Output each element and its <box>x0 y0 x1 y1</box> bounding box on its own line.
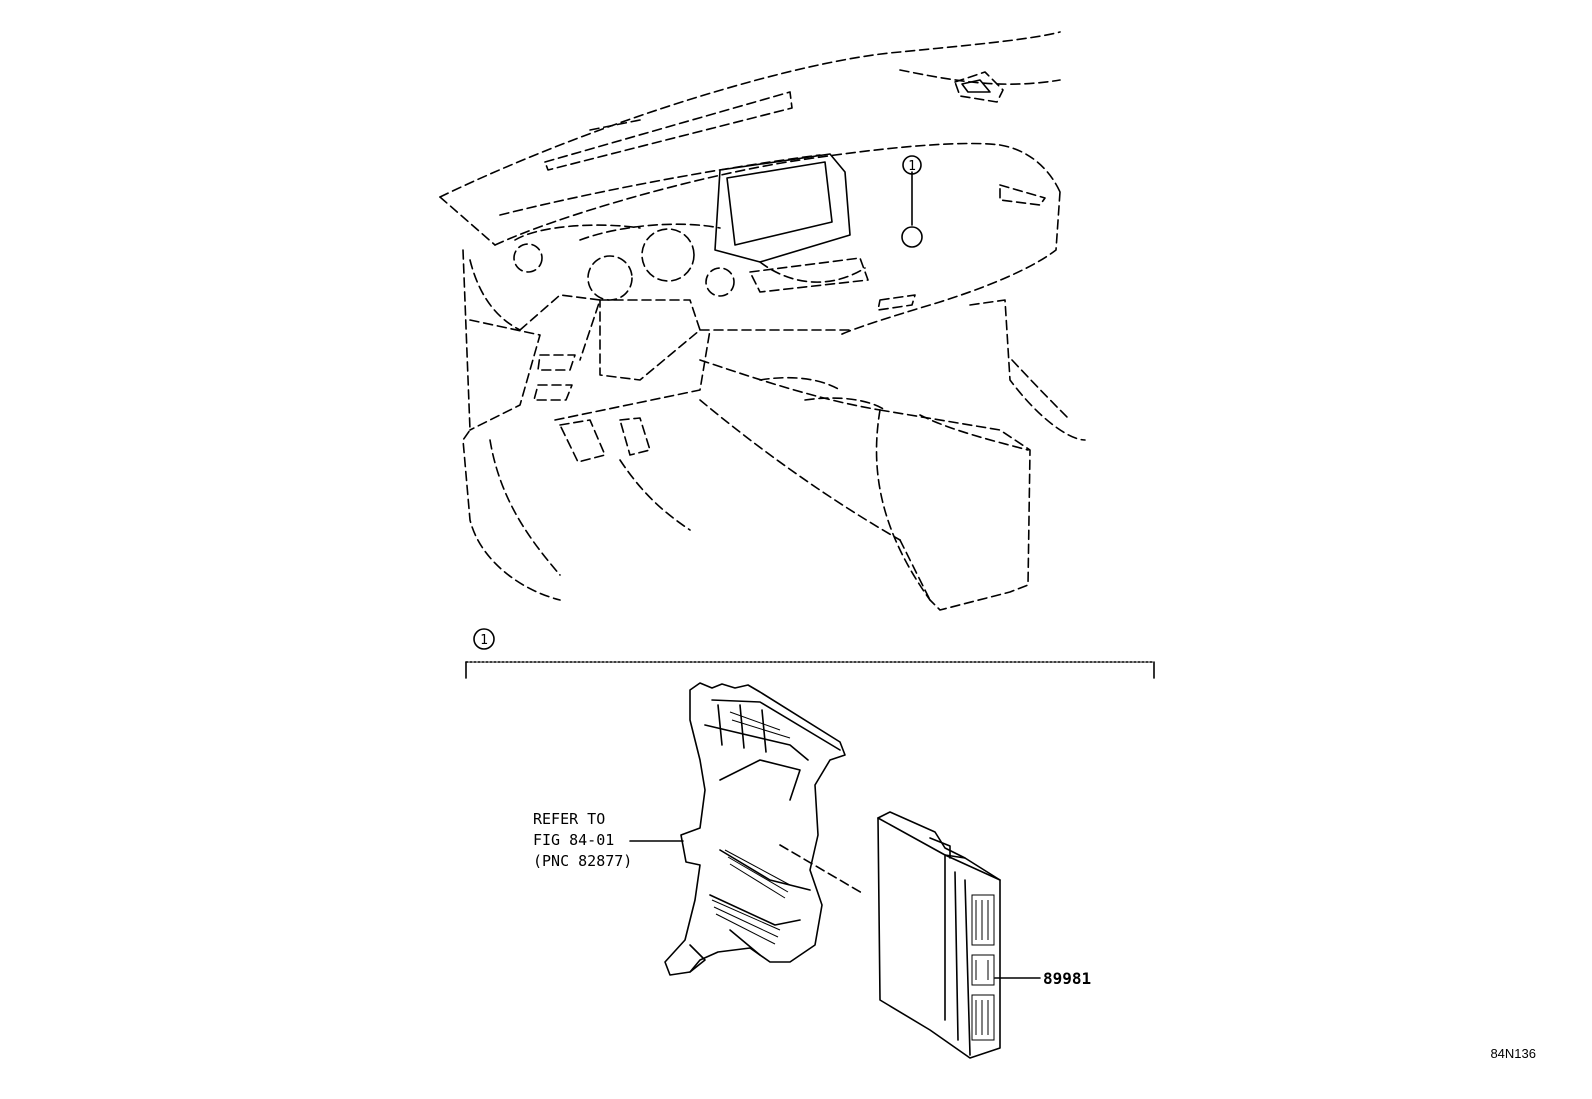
figure-code: 84N136 <box>1490 1046 1536 1061</box>
detail-bracket: 1 <box>465 628 1155 679</box>
refer-line-1: REFER TO <box>533 810 605 828</box>
callout-number: 1 <box>908 159 916 174</box>
ecu-bracket <box>664 682 846 976</box>
part-number-label: 89981 <box>994 969 1091 988</box>
part-number: 89981 <box>1043 969 1091 988</box>
refer-label: REFER TO FIG 84-01 (PNC 82877) <box>533 810 684 870</box>
connector-hatching <box>971 894 995 1041</box>
dashboard-illustration: 1 <box>439 31 1086 611</box>
alignment-line <box>779 844 863 894</box>
refer-line-3: (PNC 82877) <box>533 852 632 870</box>
refer-line-2: FIG 84-01 <box>533 831 614 849</box>
ecu-module <box>877 811 1001 1059</box>
bracket-hatching <box>711 711 791 945</box>
detail-callout-number: 1 <box>480 633 488 648</box>
